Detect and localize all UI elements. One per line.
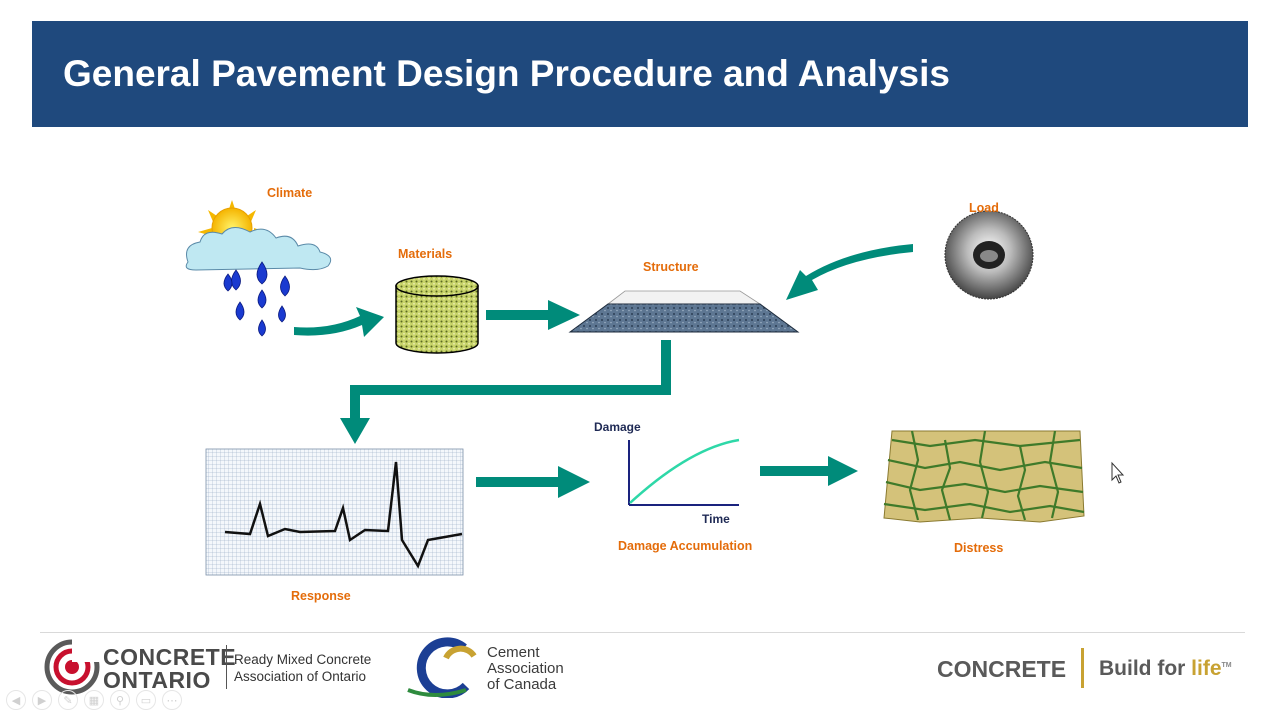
- climate-label: Climate: [267, 186, 313, 200]
- arrow-response-damage: [476, 466, 590, 498]
- concrete-ontario-logo-icon: [44, 638, 100, 695]
- arrow-climate-materials: [294, 307, 384, 337]
- load-tire-icon: [944, 210, 1034, 300]
- zoom-icon[interactable]: ⚲: [110, 690, 130, 710]
- arrow-damage-distress: [760, 456, 858, 486]
- damage-axis-label: Damage: [594, 420, 641, 434]
- more-icon[interactable]: ⋯: [162, 690, 182, 710]
- concrete-brand: CONCRETE: [937, 656, 1067, 682]
- distress-pavement-icon: [883, 430, 1085, 523]
- damage-chart-icon: [628, 438, 740, 506]
- arrow-materials-structure: [486, 300, 580, 330]
- cac-line2: Association: [487, 660, 564, 677]
- cement-association-logo-icon: [407, 637, 477, 698]
- brand-separator: [1081, 648, 1084, 688]
- life-text: life: [1191, 657, 1222, 680]
- load-label: Load: [969, 201, 999, 215]
- materials-cylinder-icon: [395, 275, 479, 354]
- build-for-text: Build for: [1099, 657, 1192, 680]
- structure-layers-icon: [568, 290, 800, 333]
- cac-line1: Cement: [487, 644, 540, 661]
- response-label: Response: [291, 589, 351, 603]
- damage-accumulation-label: Damage Accumulation: [618, 539, 753, 553]
- climate-icon: [185, 200, 332, 337]
- concrete-ontario-line1: CONCRETE: [103, 644, 237, 670]
- build-for-life-tagline: Build for lifeTM: [1099, 657, 1232, 681]
- subtitles-icon[interactable]: ▭: [136, 690, 156, 710]
- structure-label: Structure: [643, 260, 699, 274]
- response-chart-icon: [205, 448, 464, 576]
- rmcao-line2: Association of Ontario: [234, 669, 367, 684]
- prev-icon[interactable]: ◀: [6, 690, 26, 710]
- tm-mark: TM: [1221, 662, 1232, 669]
- distress-label: Distress: [954, 541, 1004, 555]
- title-bar: General Pavement Design Procedure and An…: [32, 21, 1248, 127]
- pen-icon[interactable]: ✎: [58, 690, 78, 710]
- footer-divider: [40, 632, 1245, 633]
- concrete-ontario-line2: ONTARIO: [103, 667, 211, 693]
- logo-separator: [226, 645, 227, 689]
- time-axis-label: Time: [702, 512, 730, 526]
- arrow-load-structure: [786, 244, 913, 300]
- player-toolbar: ◀ ▶ ✎ ▦ ⚲ ▭ ⋯: [6, 690, 182, 712]
- cac-line3: of Canada: [487, 676, 557, 693]
- slide-title: General Pavement Design Procedure and An…: [63, 53, 950, 94]
- arrow-structure-response: [340, 340, 671, 444]
- mouse-cursor-icon: [1111, 461, 1125, 484]
- rmcao-line1: Ready Mixed Concrete: [234, 652, 372, 667]
- materials-label: Materials: [398, 247, 453, 261]
- slides-icon[interactable]: ▦: [84, 690, 104, 710]
- flow-arrows: [294, 244, 913, 498]
- next-icon[interactable]: ▶: [32, 690, 52, 710]
